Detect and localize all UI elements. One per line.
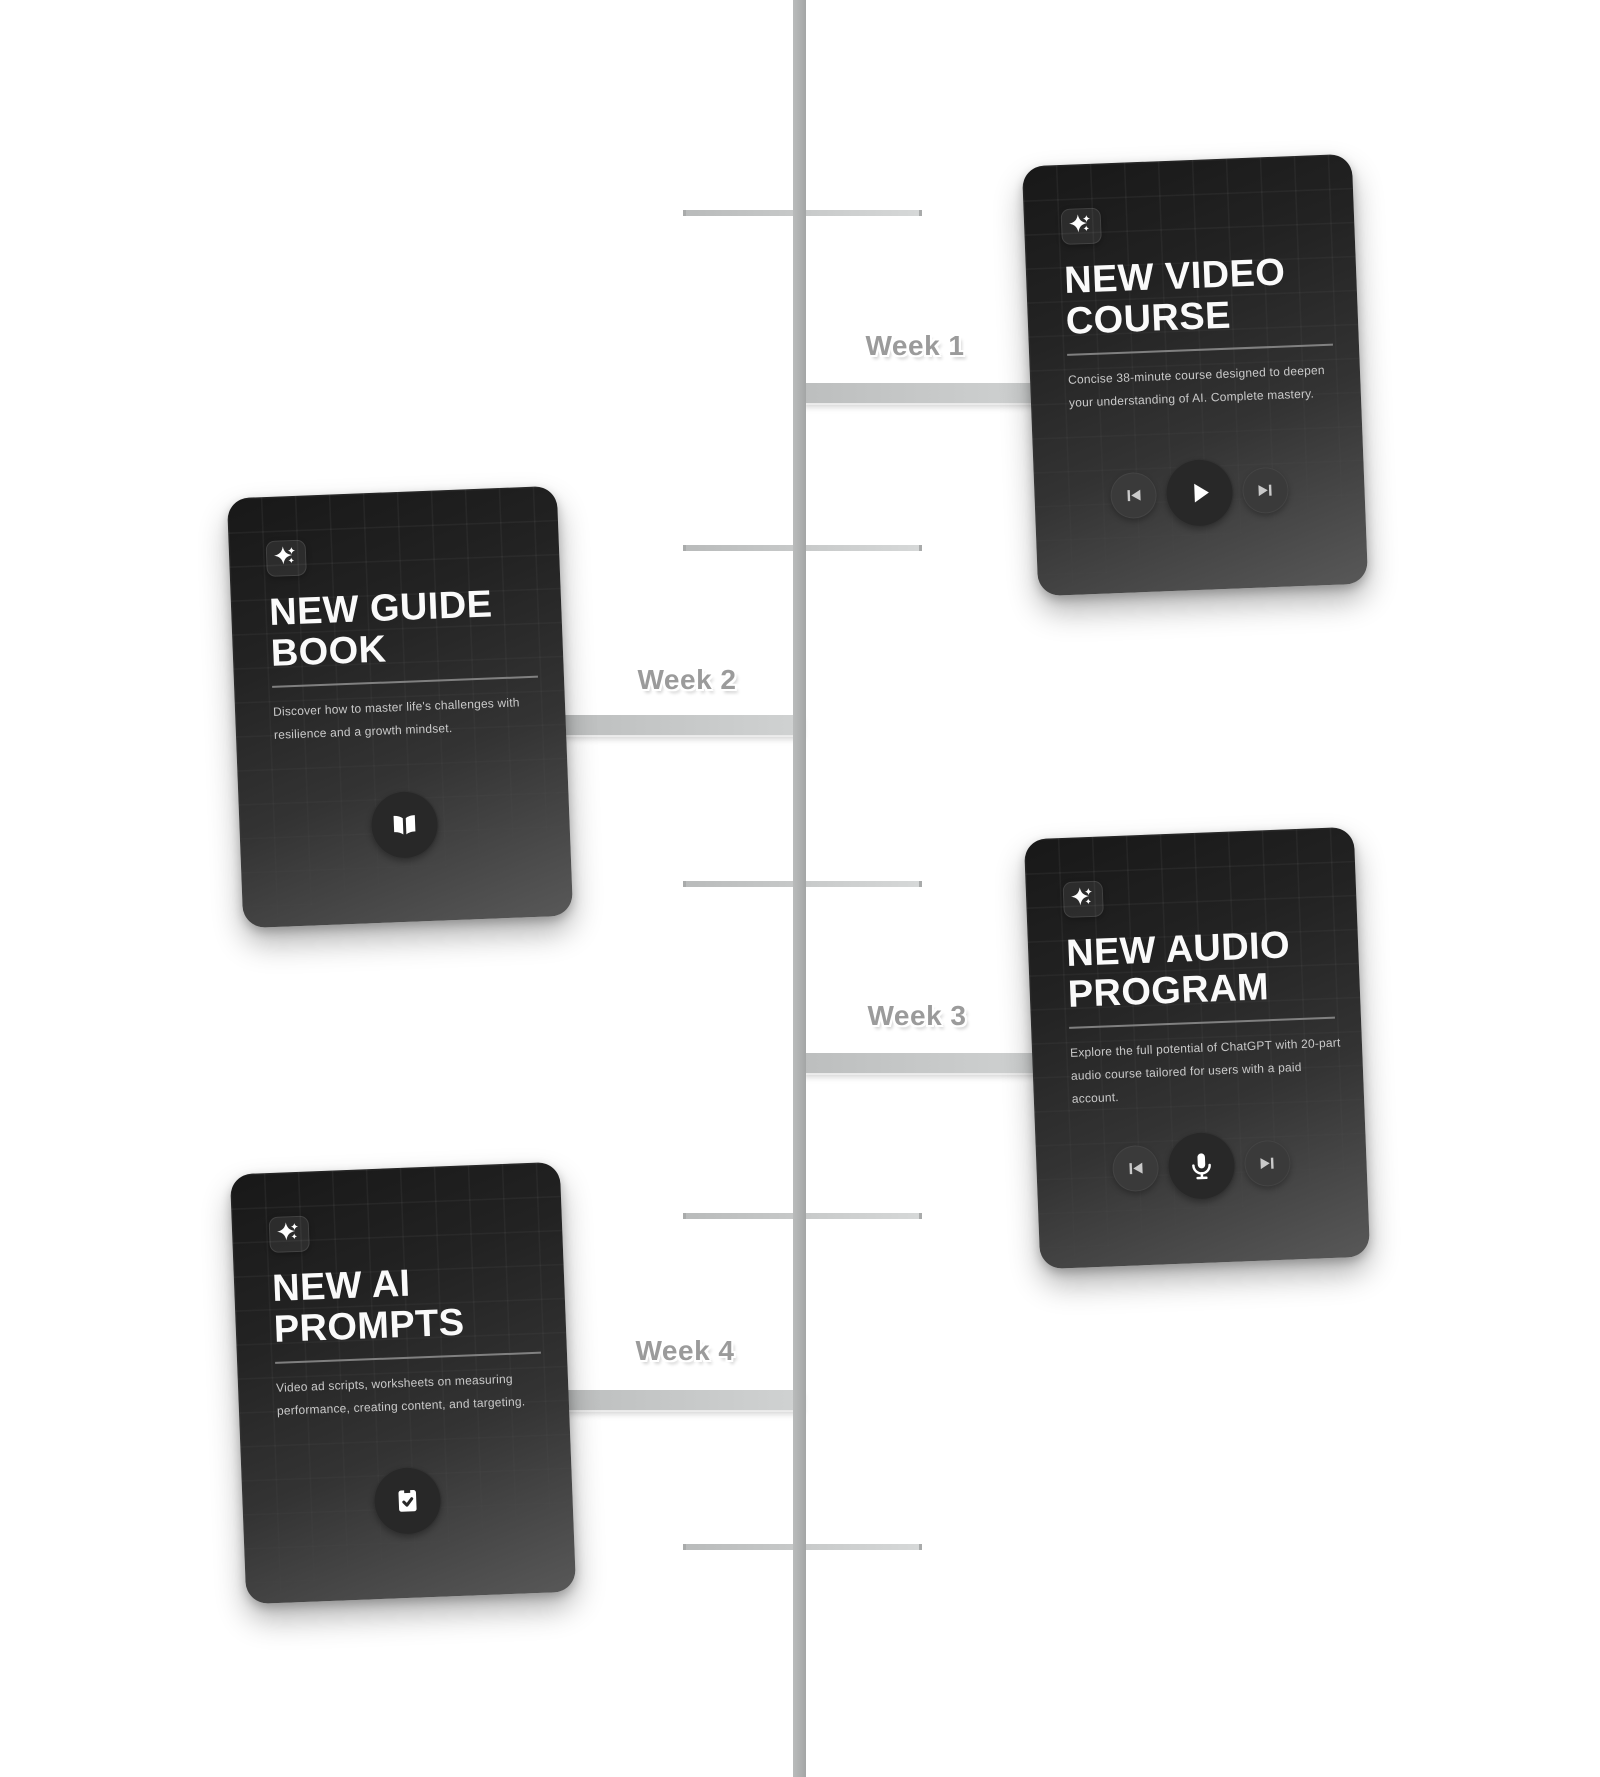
week1-label: Week 1 xyxy=(865,330,965,361)
week4-connector xyxy=(555,1390,800,1410)
card-description: Video ad scripts, worksheets on measurin… xyxy=(275,1371,526,1418)
microphone-button[interactable] xyxy=(1166,1130,1237,1202)
card-description: Discover how to master life's challenges… xyxy=(272,695,520,742)
clipboard-check-button[interactable] xyxy=(372,1465,443,1537)
card-video-course: NEW VIDEO COURSE Concise 38-minute cours… xyxy=(1021,153,1369,597)
skip-forward-button[interactable] xyxy=(1243,1139,1292,1188)
week2-label: Week 2 xyxy=(637,664,737,695)
card-divider xyxy=(1069,1016,1335,1029)
play-button[interactable] xyxy=(1164,457,1235,529)
week3-connector xyxy=(800,1053,1045,1073)
sparkles-icon xyxy=(1071,884,1096,914)
play-icon xyxy=(1184,477,1215,508)
sparkles-badge xyxy=(1060,207,1102,246)
card-title: NEW VIDEO COURSE xyxy=(1063,251,1286,343)
microphone-icon xyxy=(1186,1150,1217,1181)
skip-forward-button[interactable] xyxy=(1241,466,1290,515)
open-book-icon xyxy=(389,809,420,840)
card-divider xyxy=(1067,343,1333,356)
week2-connector xyxy=(555,715,800,735)
skip-forward-icon xyxy=(1256,1152,1279,1175)
card-title: NEW AUDIO PROGRAM xyxy=(1065,924,1291,1016)
sparkles-badge xyxy=(268,1215,310,1254)
clipboard-check-icon xyxy=(392,1485,423,1516)
week3-label: Week 3 xyxy=(867,1000,967,1031)
skip-back-icon xyxy=(1124,1157,1147,1180)
week1-connector xyxy=(800,383,1045,403)
card-divider xyxy=(275,1351,541,1364)
card-actions xyxy=(241,1459,574,1544)
open-book-button[interactable] xyxy=(369,789,440,861)
skip-forward-icon xyxy=(1254,479,1277,502)
card-guide-book: NEW GUIDE BOOK Discover how to master li… xyxy=(226,485,574,929)
card-divider xyxy=(272,675,538,688)
card-ai-prompts: NEW AI PROMPTS Video ad scripts, workshe… xyxy=(229,1161,577,1605)
player-controls xyxy=(1035,1124,1368,1209)
timeline-spine xyxy=(793,0,806,1777)
card-actions xyxy=(238,783,571,868)
card-audio-program: NEW AUDIO PROGRAM Explore the full poten… xyxy=(1023,826,1371,1270)
sparkles-icon xyxy=(274,543,299,573)
skip-back-icon xyxy=(1122,484,1145,507)
week4-label: Week 4 xyxy=(635,1335,735,1366)
sparkles-icon xyxy=(277,1219,302,1249)
skip-back-button[interactable] xyxy=(1111,1144,1160,1193)
card-description: Concise 38-minute course designed to dee… xyxy=(1067,363,1325,410)
sparkles-badge xyxy=(1062,880,1104,919)
player-controls xyxy=(1033,451,1366,536)
card-title: NEW GUIDE BOOK xyxy=(268,583,494,675)
sparkles-badge xyxy=(265,539,307,578)
skip-back-button[interactable] xyxy=(1109,471,1158,520)
card-description: Explore the full potential of ChatGPT wi… xyxy=(1069,1035,1341,1106)
sparkles-icon xyxy=(1069,211,1094,241)
card-title: NEW AI PROMPTS xyxy=(271,1262,466,1351)
